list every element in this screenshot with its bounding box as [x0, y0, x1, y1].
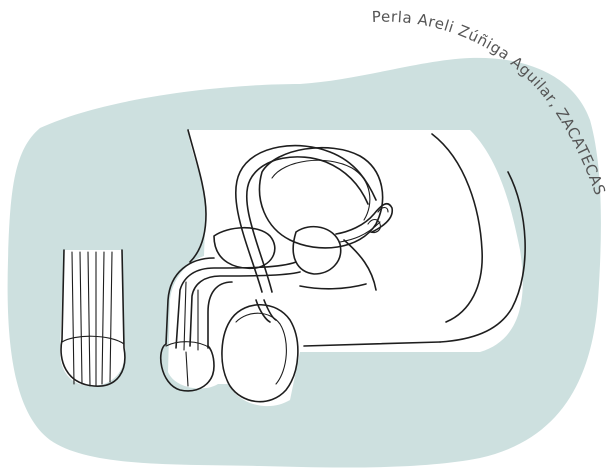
detail-drawing — [60, 250, 125, 386]
